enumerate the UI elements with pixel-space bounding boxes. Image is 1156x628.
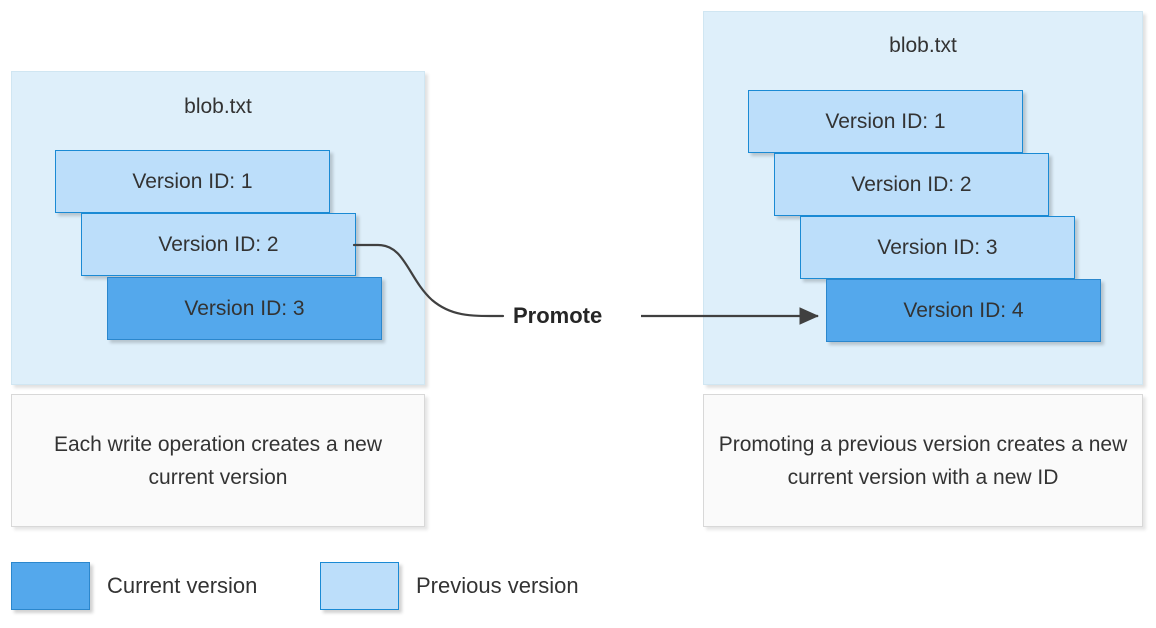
right-caption-box: Promoting a previous version creates a n… [703, 394, 1143, 527]
legend-swatch-current-version [11, 562, 90, 610]
left-caption-box: Each write operation creates a new curre… [11, 394, 425, 527]
right-version-card-1[interactable]: Version ID: 1 [748, 90, 1023, 153]
left-version-label-3: Version ID: 3 [184, 296, 305, 320]
promote-label: Promote [513, 303, 603, 328]
right-panel-title: blob.txt [889, 34, 957, 57]
right-version-card-3[interactable]: Version ID: 3 [800, 216, 1075, 279]
left-version-label-2: Version ID: 2 [158, 232, 279, 256]
legend-label-current-version: Current version [107, 573, 258, 598]
right-version-card-4[interactable]: Version ID: 4 [826, 279, 1101, 342]
right-version-label-3: Version ID: 3 [877, 235, 998, 259]
left-version-card-3[interactable]: Version ID: 3 [107, 277, 382, 340]
left-version-card-2[interactable]: Version ID: 2 [81, 213, 356, 276]
left-caption-text: Each write operation creates a new curre… [53, 432, 382, 489]
legend-label-previous-version: Previous version [416, 573, 579, 598]
right-version-label-4: Version ID: 4 [903, 298, 1024, 322]
right-version-label-2: Version ID: 2 [851, 172, 972, 196]
left-panel-title: blob.txt [184, 95, 252, 118]
right-version-card-2[interactable]: Version ID: 2 [774, 153, 1049, 216]
left-version-card-1[interactable]: Version ID: 1 [55, 150, 330, 213]
right-caption-text: Promoting a previous version creates a n… [718, 432, 1128, 489]
right-version-label-1: Version ID: 1 [825, 109, 946, 133]
legend-swatch-previous-version [320, 562, 399, 610]
left-version-label-1: Version ID: 1 [132, 169, 253, 193]
